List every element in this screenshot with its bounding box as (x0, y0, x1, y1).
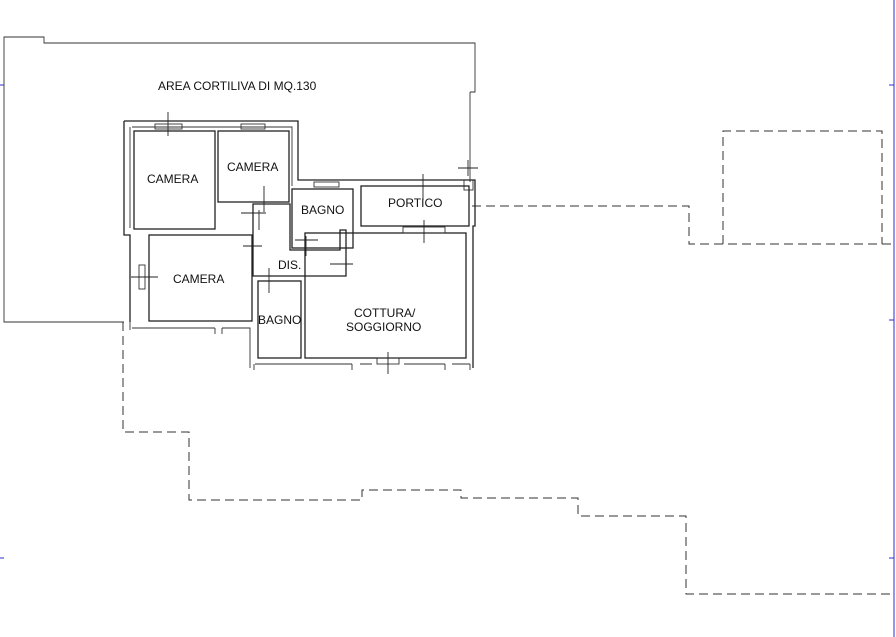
label-portico: PORTICO (388, 196, 442, 210)
label-camera-1: CAMERA (147, 172, 198, 186)
label-camera-3: CAMERA (173, 272, 224, 286)
boundary-dashed-east (472, 205, 892, 245)
room-dis (252, 203, 347, 277)
boundary-dashed-west-south (122, 322, 892, 595)
room-camera-3 (148, 234, 253, 322)
room-camera-2 (217, 130, 290, 203)
portico (360, 185, 470, 227)
neighbour-outline-dashed (722, 130, 883, 244)
window (240, 123, 266, 130)
courtyard-boundary (3, 36, 476, 323)
room-camera-1 (133, 130, 216, 230)
lower-wall-stubs (129, 322, 471, 370)
room-bagno-1 (291, 188, 354, 249)
label-dis: DIS. (278, 258, 301, 272)
outer-wall (123, 120, 476, 368)
window (313, 181, 340, 188)
label-soggiorno: SOGGIORNO (346, 320, 421, 334)
outer-wall-inner (129, 126, 293, 228)
label-bagno-2: BAGNO (258, 313, 301, 327)
label-camera-2: CAMERA (227, 160, 278, 174)
label-bagno-1: BAGNO (301, 203, 344, 217)
label-cottura: COTTURA/ (354, 306, 416, 320)
window (154, 123, 183, 130)
label-area-cortiliva: AREA CORTILIVA DI MQ.130 (158, 79, 317, 93)
room-cottura-soggiorno (304, 232, 467, 359)
